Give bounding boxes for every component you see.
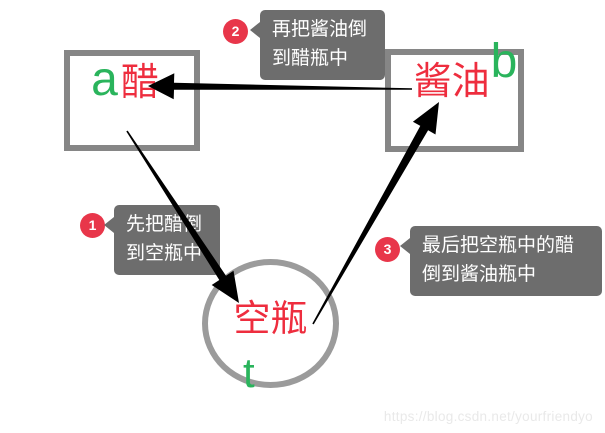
step-1-number-badge: 1 xyxy=(80,213,105,238)
step-3-number-badge: 3 xyxy=(375,237,400,262)
step-3-text-line1: 最后把空瓶中的醋 xyxy=(422,235,575,256)
variable-b-label: b xyxy=(490,35,518,88)
watermark: https://blog.csdn.net/yourfriendyo xyxy=(383,409,593,424)
vinegar-label: 醋 xyxy=(120,62,159,104)
variable-t-label: t xyxy=(243,349,255,396)
step-2-bubble: 再把酱油倒 到醋瓶中 xyxy=(250,10,385,80)
step-3-text-line2: 倒到酱油瓶中 xyxy=(422,264,537,285)
soy-sauce-label: 酱油 xyxy=(413,61,490,103)
step-2-text-line2: 到醋瓶中 xyxy=(272,48,349,69)
step-1-bubble: 先把醋倒 到空瓶中 xyxy=(104,205,220,275)
step-2-text-line1: 再把酱油倒 xyxy=(272,19,368,40)
bubble-notch xyxy=(250,22,260,38)
soy-sauce-box: 酱油 b xyxy=(385,38,524,152)
bubble-notch xyxy=(104,217,114,233)
step-1-text-line1: 先把醋倒 xyxy=(126,214,203,235)
step-1-text-line2: 到空瓶中 xyxy=(126,243,203,264)
step-3-bubble: 最后把空瓶中的醋 倒到酱油瓶中 xyxy=(400,226,602,296)
bubble-notch xyxy=(400,238,410,254)
step-2-number-badge: 2 xyxy=(223,19,248,44)
vinegar-box: a 醋 xyxy=(64,50,200,151)
empty-bottle-ellipse: 空瓶 xyxy=(202,259,339,388)
variable-a-label: a xyxy=(91,53,118,106)
empty-bottle-label: 空瓶 xyxy=(233,298,308,339)
